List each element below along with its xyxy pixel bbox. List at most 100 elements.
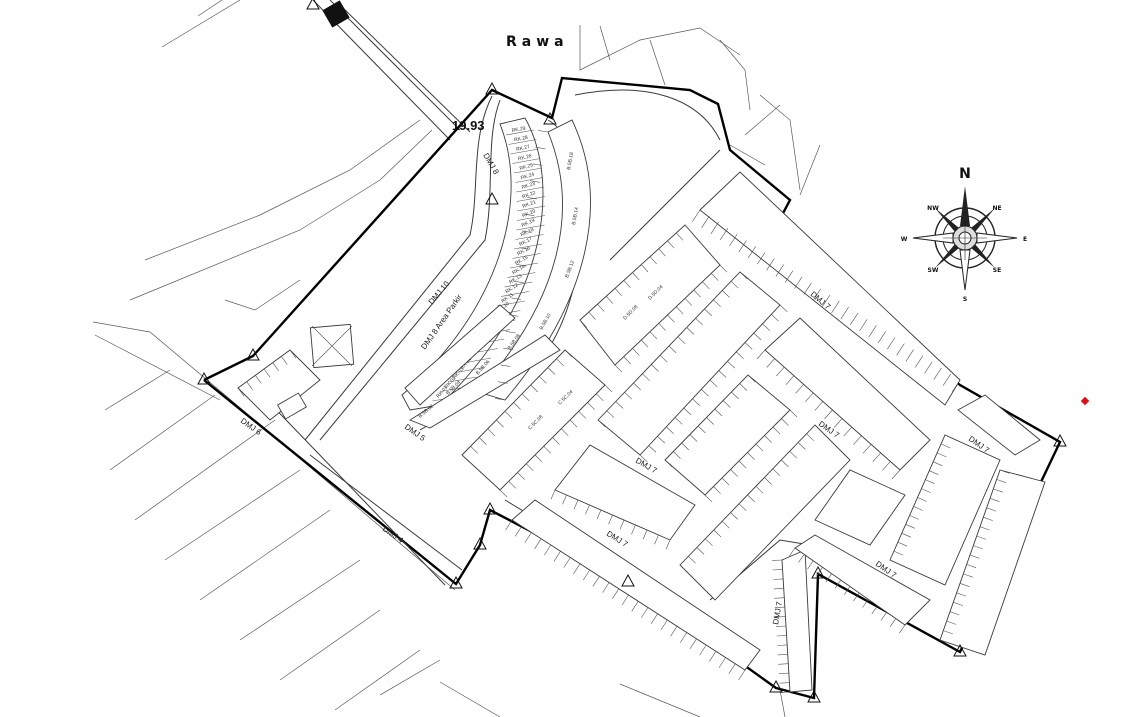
lot-divider bbox=[936, 452, 947, 458]
lot-divider bbox=[840, 306, 849, 320]
lot-divider bbox=[504, 411, 513, 419]
lot-divider bbox=[596, 393, 604, 402]
lot-divider bbox=[949, 611, 960, 616]
lot-divider bbox=[831, 300, 840, 313]
lot-divider bbox=[676, 232, 684, 241]
lot-divider bbox=[843, 426, 853, 437]
lot-divider bbox=[606, 410, 615, 418]
lot-divider bbox=[597, 303, 605, 312]
lot-divider bbox=[868, 325, 877, 338]
rk-lot-divider bbox=[516, 224, 545, 231]
lot-divider bbox=[739, 271, 748, 280]
lot-divider bbox=[692, 209, 701, 222]
lot-divider bbox=[709, 379, 718, 388]
lot-divider bbox=[632, 272, 640, 281]
lot-divider bbox=[543, 446, 552, 454]
lot-divider bbox=[727, 361, 736, 369]
lot-divider bbox=[822, 294, 831, 307]
lot-divider bbox=[781, 459, 789, 468]
compass-nw-label: NW bbox=[927, 205, 939, 212]
lot-divider bbox=[730, 512, 739, 520]
rk-lot-divider bbox=[463, 357, 492, 364]
lot-divider bbox=[263, 368, 271, 378]
lot-divider bbox=[597, 419, 606, 428]
lot-divider bbox=[913, 506, 923, 511]
rk-lot-divider bbox=[496, 300, 525, 307]
lot-divider bbox=[747, 452, 755, 460]
lot-divider bbox=[689, 638, 697, 649]
lot-divider bbox=[773, 588, 784, 590]
lot-divider bbox=[966, 564, 977, 569]
lot-divider bbox=[952, 379, 961, 392]
lot-divider bbox=[688, 556, 696, 564]
lot-divider bbox=[764, 477, 772, 485]
rk-lot-label: RK.29 bbox=[511, 126, 526, 134]
lot-divider bbox=[979, 526, 990, 531]
lot-divider bbox=[534, 538, 542, 549]
lot-divider bbox=[953, 601, 963, 606]
lot-divider bbox=[803, 282, 812, 295]
lot-divider bbox=[771, 314, 779, 322]
lot-divider bbox=[660, 619, 668, 631]
lot-divider bbox=[692, 398, 701, 406]
lot-divider bbox=[547, 367, 556, 375]
lot-divider bbox=[505, 331, 516, 334]
lot-divider bbox=[871, 605, 878, 615]
lot-divider bbox=[563, 557, 571, 568]
lot-divider bbox=[775, 616, 786, 618]
lot-divider bbox=[686, 327, 695, 335]
lot-divider bbox=[812, 288, 821, 301]
lot-divider bbox=[887, 337, 896, 350]
lot-divider bbox=[896, 343, 905, 356]
lot-divider bbox=[508, 481, 517, 489]
rk-lot-divider bbox=[515, 177, 544, 183]
lot-divider bbox=[747, 374, 756, 383]
lot-divider bbox=[701, 389, 709, 397]
lot-divider bbox=[664, 459, 673, 468]
lot-divider bbox=[728, 663, 736, 674]
lot-divider bbox=[772, 468, 781, 476]
lot-divider bbox=[641, 264, 649, 273]
lot-divider bbox=[539, 376, 547, 384]
lot-divider bbox=[585, 504, 590, 515]
lot-divider bbox=[721, 477, 730, 486]
lot-divider bbox=[461, 454, 470, 463]
lot-divider bbox=[684, 298, 693, 306]
lot-divider bbox=[738, 460, 747, 469]
lot-divider bbox=[289, 349, 297, 359]
rk-lot-divider bbox=[500, 291, 529, 297]
lot-divider bbox=[508, 314, 519, 317]
lot-divider bbox=[909, 515, 919, 520]
lot-divider bbox=[722, 400, 731, 408]
rk-lot-label: RK.19 bbox=[521, 218, 536, 229]
lot-divider bbox=[709, 651, 717, 662]
lot-divider bbox=[775, 625, 787, 627]
blocks bbox=[237, 119, 1046, 693]
lot-divider bbox=[921, 488, 931, 493]
lot-divider bbox=[538, 130, 549, 133]
lot-divider bbox=[959, 583, 970, 587]
lot-divider bbox=[744, 342, 753, 350]
block-label: B.5B.14 bbox=[571, 207, 580, 226]
lot-divider bbox=[521, 393, 530, 402]
lot-divider bbox=[996, 479, 1007, 484]
lot-divider bbox=[872, 452, 881, 463]
lot-divider bbox=[736, 351, 744, 359]
lot-divider bbox=[789, 547, 796, 557]
lot-divider bbox=[579, 319, 587, 328]
lot-divider bbox=[641, 607, 649, 618]
lot-divider bbox=[844, 586, 851, 595]
lot-divider bbox=[929, 470, 939, 475]
rk-lot-label: RK.20 bbox=[521, 208, 536, 219]
lot-divider bbox=[807, 560, 814, 570]
lot-divider bbox=[649, 256, 657, 265]
lot-divider bbox=[237, 387, 245, 397]
lot-divider bbox=[696, 547, 705, 555]
lot-subdivisions bbox=[237, 130, 1010, 693]
lot-divider bbox=[730, 469, 738, 477]
lot-divider bbox=[789, 451, 798, 459]
road-label-dmj7-vertical: DMJ 7 bbox=[771, 600, 784, 625]
lot-divider bbox=[527, 197, 538, 200]
lot-divider bbox=[853, 592, 860, 602]
rk-lot-divider bbox=[504, 281, 533, 288]
